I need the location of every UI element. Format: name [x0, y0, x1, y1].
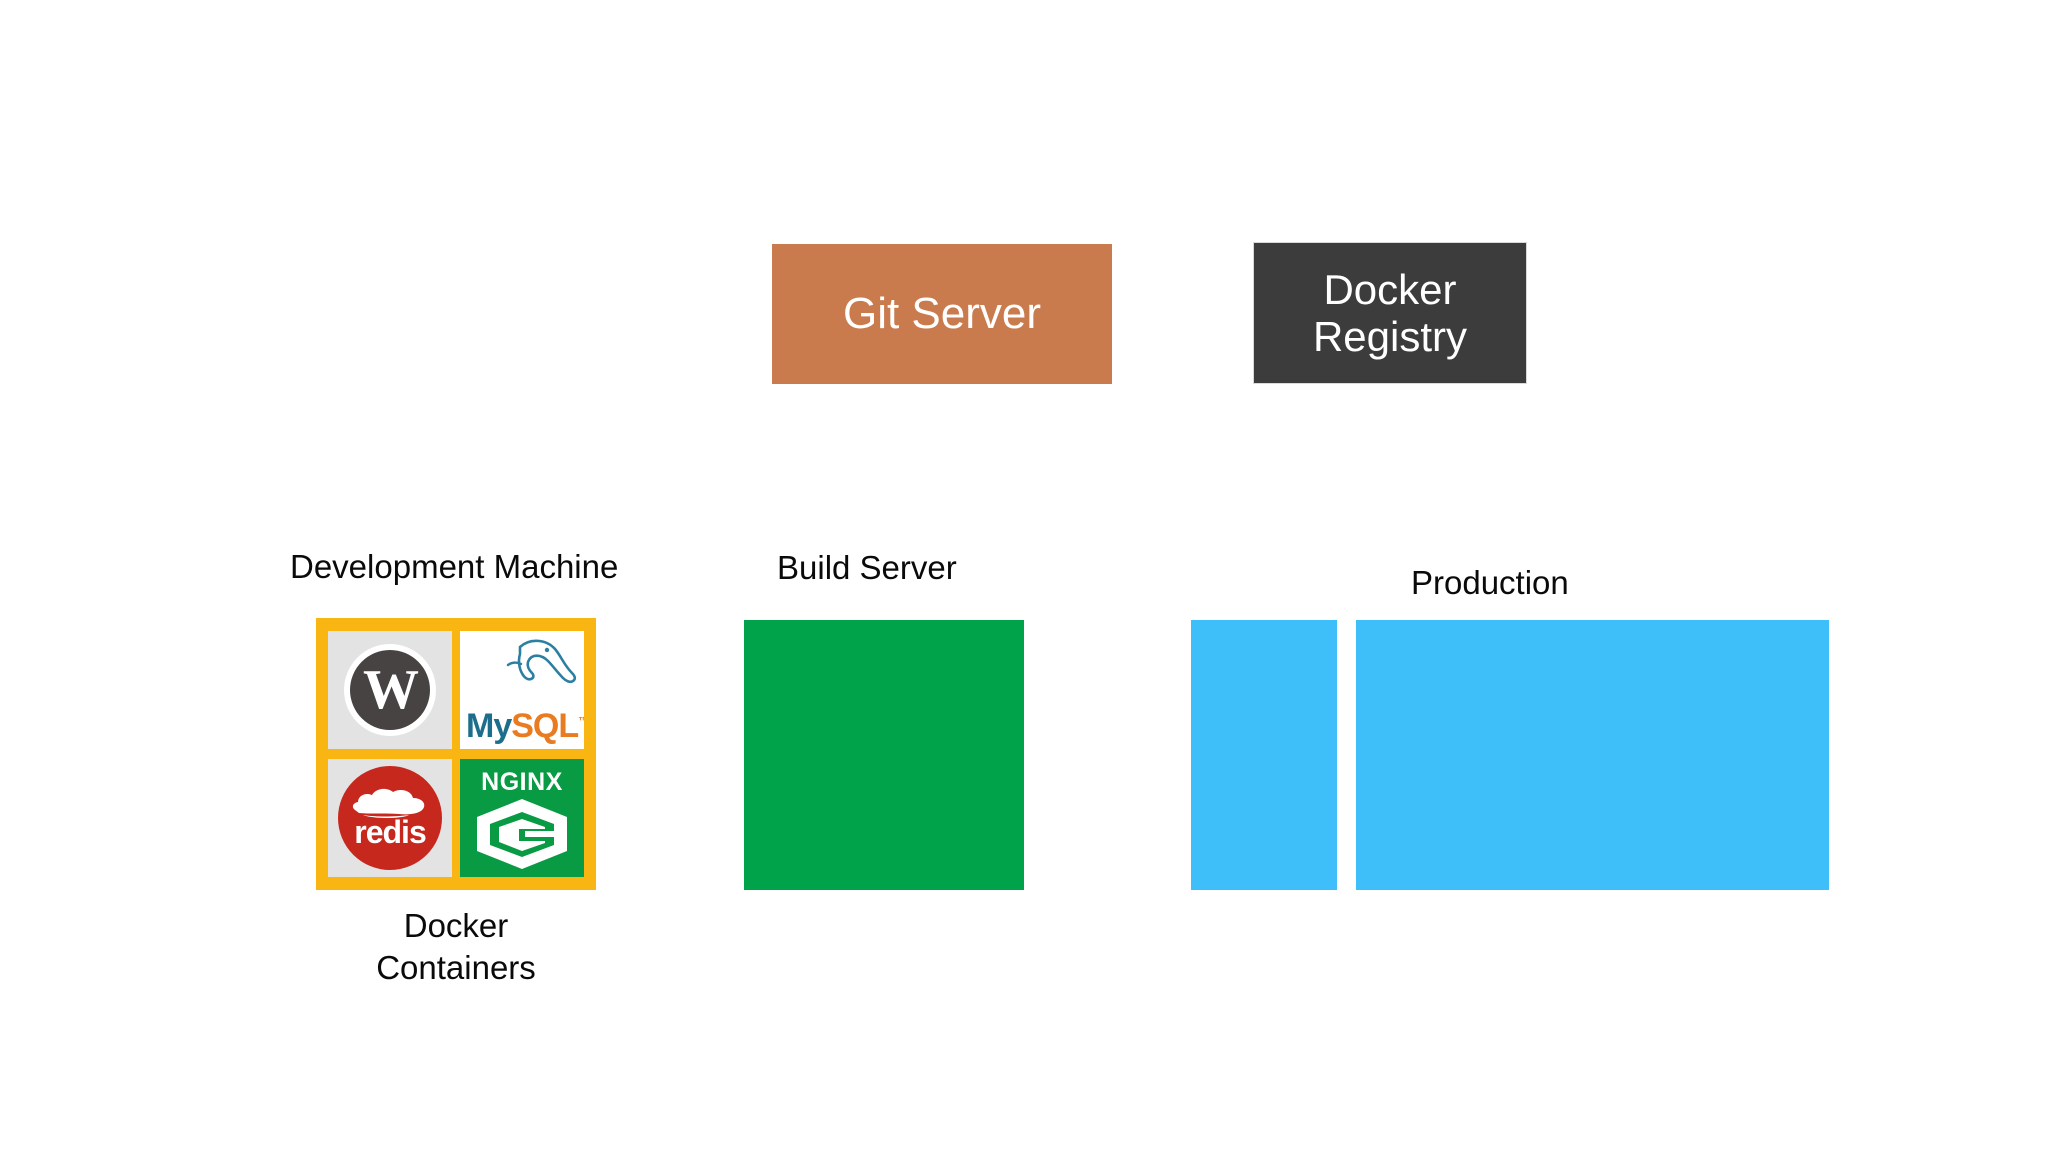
docker-registry-label-group: Docker Registry: [1313, 266, 1467, 360]
development-machine-label: Development Machine: [290, 548, 619, 585]
docker-containers-panel[interactable]: W MySQL™ redis: [316, 618, 596, 890]
production-label: Production: [1411, 564, 1569, 601]
mysql-trademark-mark: ™: [578, 715, 584, 728]
docker-registry-box[interactable]: Docker Registry: [1253, 242, 1527, 384]
mysql-wordmark-my: My: [466, 707, 512, 745]
container-tile-wordpress[interactable]: W: [328, 631, 452, 749]
wordpress-icon-disc: W: [350, 650, 430, 730]
wordpress-icon: W: [344, 644, 436, 736]
wordpress-icon-glyph: W: [363, 659, 419, 721]
redis-icon: redis: [338, 766, 442, 870]
mysql-wordmark-sql: SQL: [511, 707, 579, 745]
git-server-label: Git Server: [842, 289, 1042, 339]
production-instance-1-box[interactable]: [1191, 620, 1337, 890]
docker-containers-caption-line1: Docker: [403, 907, 509, 944]
mysql-dolphin-icon: [506, 639, 577, 684]
nginx-wordmark: NGINX: [481, 767, 563, 796]
build-server-label: Build Server: [777, 549, 957, 586]
container-tile-mysql[interactable]: MySQL™: [460, 631, 584, 749]
docker-registry-label-line1: Docker: [1323, 265, 1457, 313]
container-tile-nginx[interactable]: NGINX: [460, 759, 584, 877]
mysql-wordmark: MySQL™: [466, 709, 584, 743]
build-server-box[interactable]: [744, 620, 1024, 890]
docker-containers-caption: Docker Containers: [316, 905, 596, 989]
docker-containers-caption-line2: Containers: [376, 949, 536, 987]
redis-wordmark: redis: [354, 814, 426, 850]
container-tile-redis[interactable]: redis: [328, 759, 452, 877]
git-server-box[interactable]: Git Server: [772, 244, 1112, 384]
docker-registry-label-line2: Registry: [1312, 313, 1468, 360]
production-instance-2-box[interactable]: [1356, 620, 1829, 890]
nginx-hexagon-g-icon: [477, 798, 567, 869]
redis-stack-icon: [352, 788, 425, 818]
